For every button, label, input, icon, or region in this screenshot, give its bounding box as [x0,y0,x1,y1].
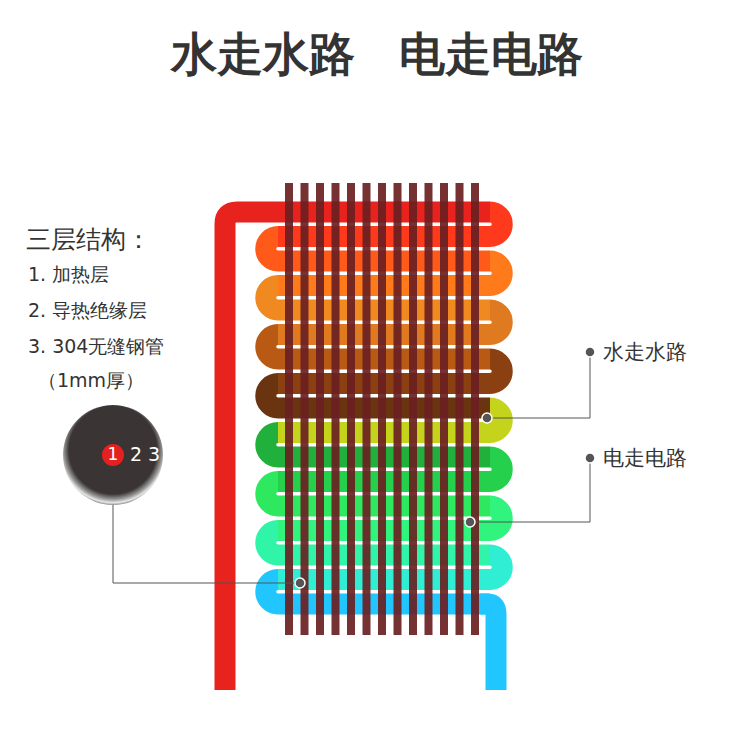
fin-bar [316,183,324,635]
tube-segment [480,604,496,690]
list-item: （1mm厚） [38,370,144,392]
fin-bar [332,183,340,635]
pipe-section [63,405,163,505]
callout-number: 1 [108,445,119,465]
fin-bar [301,183,309,635]
tube-segment [278,457,502,482]
tube-segment [278,359,502,384]
tube-segment [278,408,502,433]
fin-bar [285,183,293,635]
tube-segment [278,261,502,286]
fin-bar [440,183,448,635]
callout-number: 2 [130,444,142,466]
fin-bar [347,183,355,635]
list-item: 1. 加热层 [28,264,109,286]
tube-segment [278,310,502,335]
list-item: 2. 导热绝缘层 [28,300,147,322]
heating-fins [285,183,479,635]
callout-label: 水走水路 [603,340,687,364]
fin-bar [394,183,402,635]
fin-bar [425,183,433,635]
fin-bar [409,183,417,635]
callout-label: 电走电路 [603,446,687,470]
fin-bar [456,183,464,635]
fin-bar [471,183,479,635]
fin-bar [378,183,386,635]
tube-segment [278,555,502,580]
list-heading: 三层结构： [26,226,151,255]
leader-dots [295,347,595,588]
heating-layer-dot [102,444,124,466]
title: 水走水路 电走电路 [0,28,754,81]
tube-segment [278,506,502,531]
tube-segment [278,212,502,237]
list-item: 3. 304无缝钢管 [28,336,164,358]
leader-lines [113,352,590,583]
fin-bar [363,183,371,635]
callout-number: 3 [148,444,160,466]
